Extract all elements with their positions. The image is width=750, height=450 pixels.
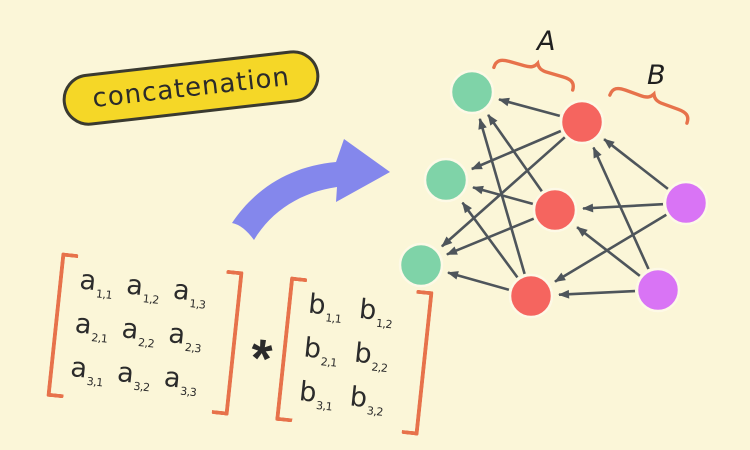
graph-node-g2: [423, 157, 469, 203]
brace-a-icon: [492, 58, 575, 92]
graph-node-r3: [508, 273, 554, 319]
edge-arrow-r1-g1: [498, 97, 561, 118]
brace-b-icon: [608, 86, 690, 125]
edge-arrow-m1-r1: [603, 138, 669, 190]
layer-a-label: A: [537, 26, 556, 57]
graph-node-m2: [635, 267, 681, 313]
edge-arrow-m1-r3: [554, 213, 667, 283]
edge-arrow-m1-r2: [582, 202, 664, 213]
graph-node-r1: [559, 99, 605, 145]
edge-group: [441, 97, 669, 299]
edge-arrow-r2-g1: [487, 114, 543, 192]
curved-arrow-icon: [232, 139, 390, 240]
edge-arrow-r2-g2: [472, 185, 534, 206]
edge-arrow-r2-g3: [446, 217, 535, 256]
node-group: [398, 69, 709, 319]
edge-arrow-m2-r3: [558, 289, 636, 299]
edge-arrow-m2-r2: [576, 226, 641, 277]
edge-arrow-r3-g3: [447, 271, 510, 292]
graph-node-m1: [663, 180, 709, 226]
edge-arrow-m2-r1: [592, 146, 650, 270]
graph-node-g3: [398, 242, 444, 288]
graph-node-g1: [449, 69, 495, 115]
edge-arrow-r3-g2: [461, 201, 519, 279]
edge-arrow-r1-g3: [441, 136, 566, 248]
layer-b-label: B: [647, 60, 666, 91]
graph-node-r2: [532, 187, 578, 233]
edge-arrow-r1-g2: [470, 129, 562, 171]
